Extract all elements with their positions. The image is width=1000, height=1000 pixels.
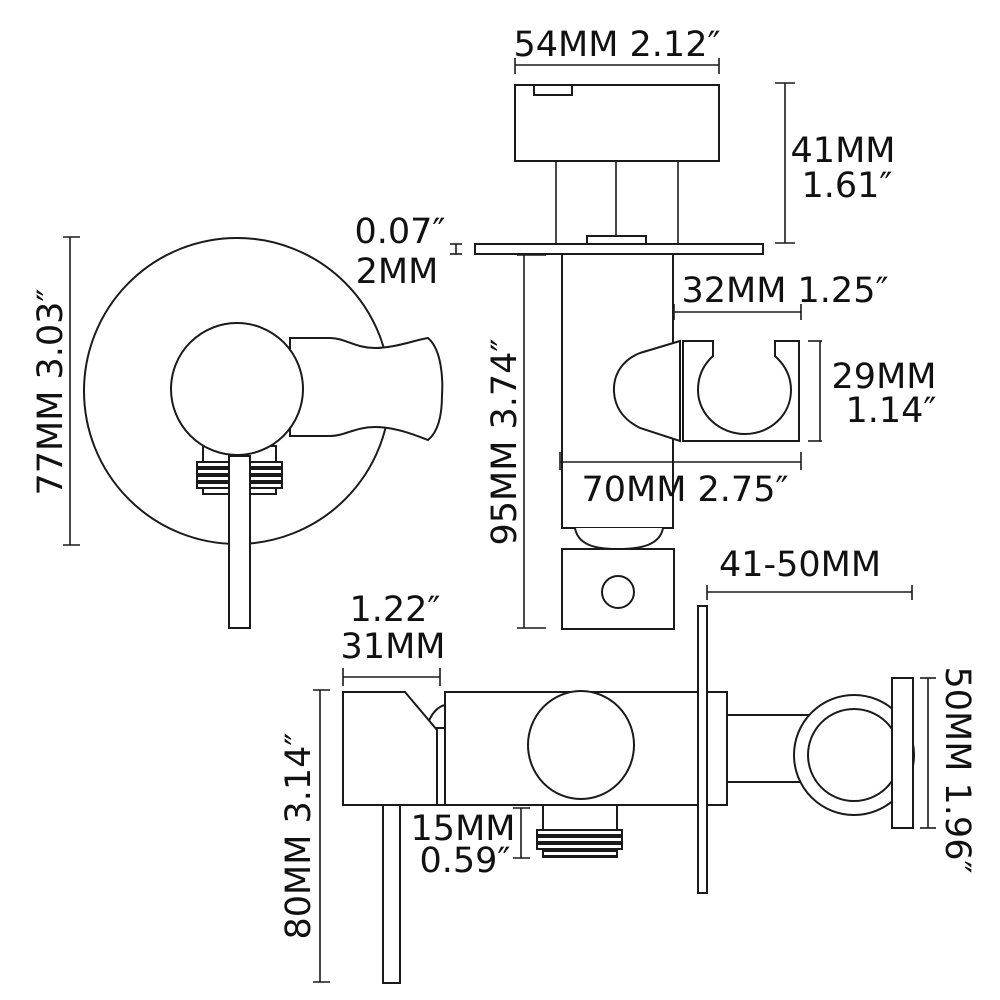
label-holder-depth: 32MM 1.25″ <box>681 271 888 311</box>
label-top-height-in: 1.61″ <box>801 166 892 206</box>
label-side-height: 80MM 3.14″ <box>279 732 319 939</box>
outlet-circle <box>601 575 635 609</box>
stem-cap <box>586 235 647 245</box>
label-total-depth: 70MM 2.75″ <box>581 470 788 510</box>
valve-hub <box>170 322 304 456</box>
label-top-height-mm: 41MM <box>791 131 896 171</box>
side-view <box>450 58 822 630</box>
label-outlet-in: 0.59″ <box>419 841 510 881</box>
flange <box>706 691 728 806</box>
label-handle-width-in: 1.22″ <box>349 590 440 630</box>
handle-arm <box>289 336 444 442</box>
handle-block <box>342 691 438 806</box>
label-holder-height-mm: 29MM <box>832 357 937 397</box>
wall-plate <box>474 243 764 255</box>
dome <box>574 527 664 551</box>
lever-side <box>382 804 401 984</box>
label-handle-width-mm: 31MM <box>341 627 446 667</box>
ring-inner <box>807 708 901 802</box>
lever <box>228 455 251 629</box>
top-tab <box>533 84 573 96</box>
label-plate-in: 0.07″ <box>354 212 445 252</box>
label-wall-range: 41-50MM <box>719 545 881 585</box>
label-top-width: 54MM 2.12″ <box>513 25 720 65</box>
hand-shower-holder <box>682 340 800 442</box>
holder-mount <box>612 339 681 443</box>
label-plate-mm: 2MM <box>356 252 439 292</box>
bottom-view <box>313 585 936 984</box>
label-holder-height-in: 1.14″ <box>845 391 936 431</box>
label-front-diameter: 77MM 3.03″ <box>31 288 71 495</box>
back-plate <box>891 677 914 829</box>
front-view <box>63 236 444 629</box>
valve-circle <box>527 690 635 800</box>
label-ring-height: 50MM 1.96″ <box>937 666 977 873</box>
top-block <box>514 84 720 162</box>
label-outlet-mm: 15MM <box>411 809 516 849</box>
label-body-height: 95MM 3.74″ <box>485 338 525 545</box>
wall-plate-side <box>697 605 708 894</box>
